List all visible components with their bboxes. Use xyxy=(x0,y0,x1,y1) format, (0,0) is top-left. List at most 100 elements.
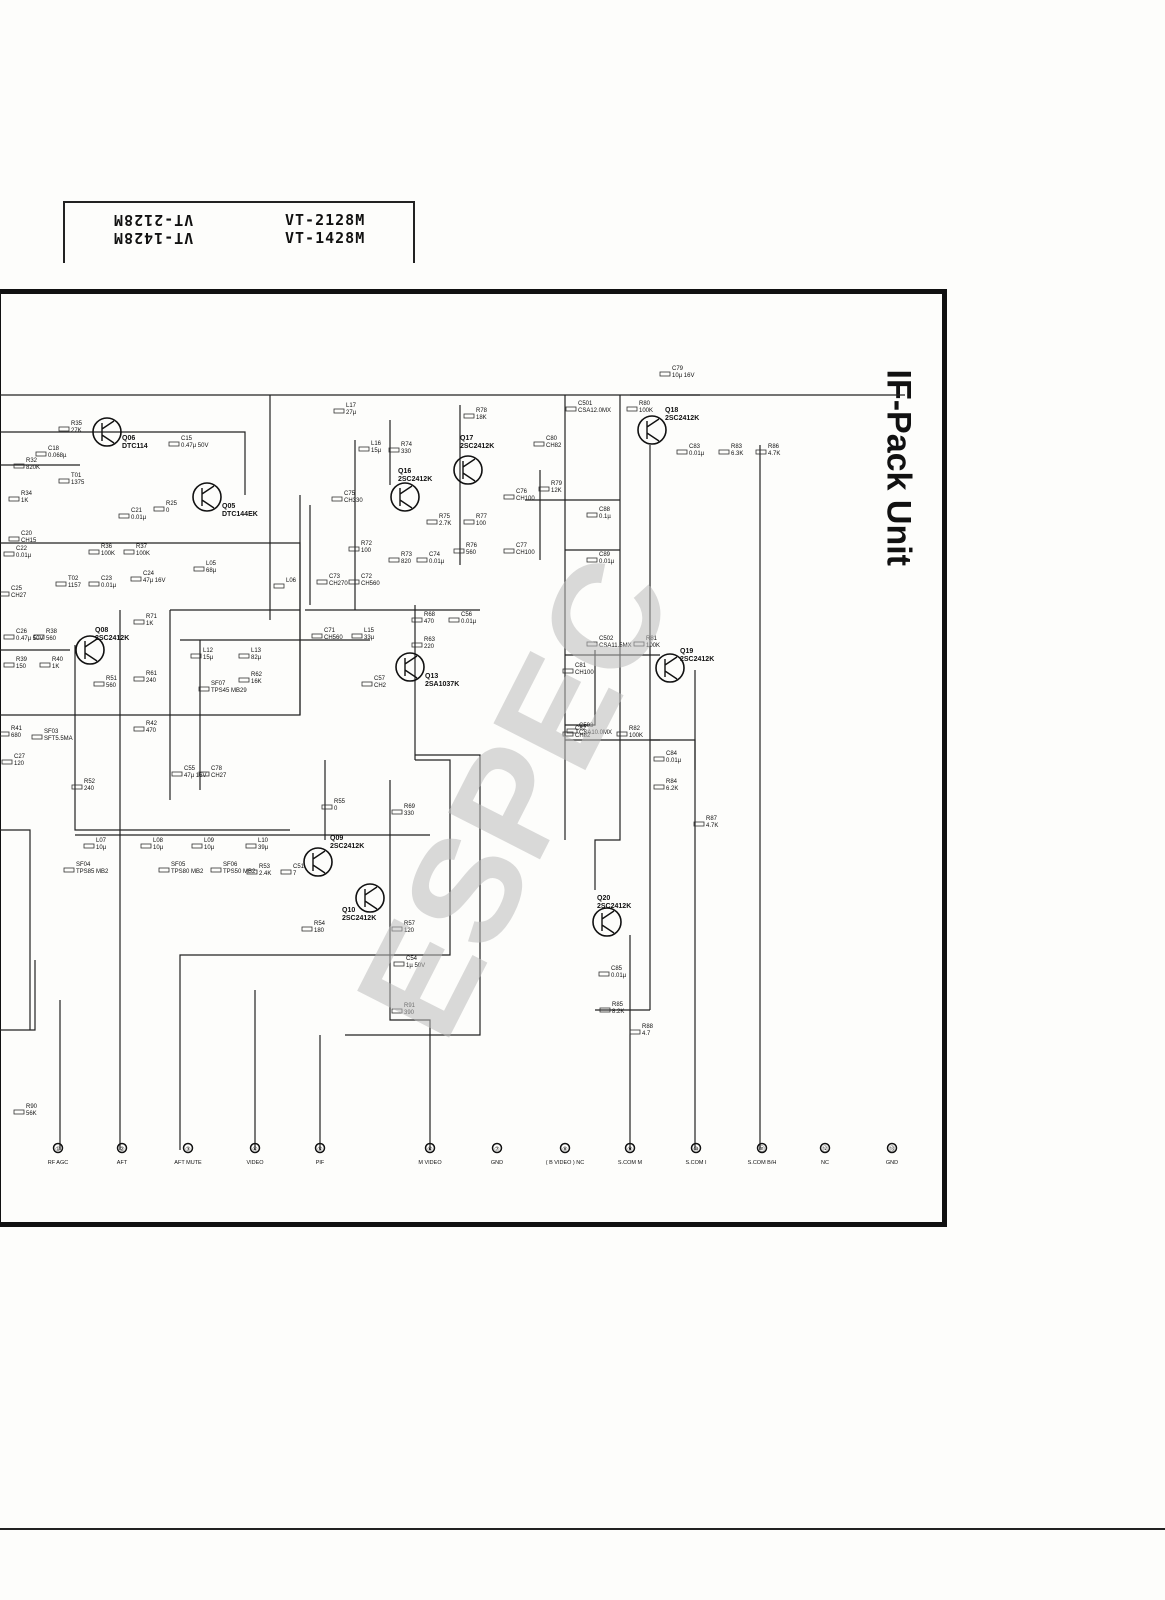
component-ref: R75 xyxy=(439,514,451,520)
terminal-label: GND xyxy=(491,1160,503,1166)
component-symbol xyxy=(755,449,767,455)
component-value: 0.47µ 50V xyxy=(181,443,208,449)
component-symbol xyxy=(123,549,135,555)
component-value: CH82 xyxy=(546,443,562,449)
transistor-ref: Q18 xyxy=(665,407,678,414)
transistor-symbol xyxy=(390,482,420,512)
component-symbol xyxy=(391,1008,403,1014)
component-value: CH560 xyxy=(324,635,343,641)
component-symbol xyxy=(140,843,152,849)
component-ref: C24 xyxy=(143,571,155,577)
terminal-label: RF AGC xyxy=(48,1160,69,1166)
component-symbol xyxy=(453,548,465,554)
component-value: 0.01µ xyxy=(611,973,627,979)
component-ref: R52 xyxy=(84,779,96,785)
component-ref: R86 xyxy=(768,444,780,450)
component-value: 0.01µ xyxy=(429,559,445,565)
component-ref: C57 xyxy=(374,676,386,682)
component-value: 100K xyxy=(646,643,660,649)
transistor-symbol xyxy=(655,653,685,683)
component-value: CSA10.0MX xyxy=(579,730,612,736)
terminal-1: ①RF AGC xyxy=(48,1142,69,1166)
component-symbol xyxy=(58,426,70,432)
transistor-symbol xyxy=(395,652,425,682)
component-symbol xyxy=(280,869,292,875)
component-value: 470 xyxy=(424,619,435,625)
terminal-pin xyxy=(559,1142,571,1154)
component-value: 15µ xyxy=(203,655,214,661)
component-symbol xyxy=(245,843,257,849)
transistor-ref: Q16 xyxy=(398,468,411,475)
component-symbol xyxy=(301,926,313,932)
transistor-symbol xyxy=(192,482,222,512)
transistor-ref: Q08 xyxy=(95,627,108,634)
component-symbol xyxy=(93,681,105,687)
transistor-part: 2SC2412K xyxy=(460,443,494,450)
component-value: 27K xyxy=(71,428,82,434)
component-symbol xyxy=(533,441,545,447)
component-ref: R42 xyxy=(146,721,158,727)
component-value: 180 xyxy=(314,928,325,934)
transistor-part: 2SC2412K xyxy=(330,843,364,850)
component-ref: T02 xyxy=(68,576,79,582)
component-symbol xyxy=(463,413,475,419)
component-ref: R91 xyxy=(404,1003,416,1009)
terminal-pin xyxy=(249,1142,261,1154)
component-l06: L06 xyxy=(273,578,297,589)
transistor-symbol xyxy=(453,455,483,485)
component-symbol xyxy=(83,843,95,849)
schematic-frame xyxy=(0,289,947,1227)
component-ref: L08 xyxy=(153,838,164,844)
component-value: 240 xyxy=(146,678,157,684)
component-value: CH100 xyxy=(516,550,535,556)
model-right-0: VT-2128M xyxy=(285,211,366,229)
component-ref: R88 xyxy=(642,1024,654,1030)
component-ref: R25 xyxy=(166,501,178,507)
component-value: CH27 xyxy=(211,773,227,779)
component-ref: T01 xyxy=(71,473,82,479)
component-value: CH100 xyxy=(516,496,535,502)
component-value: 0.01µ xyxy=(599,559,615,565)
component-symbol xyxy=(190,653,202,659)
component-ref: C74 xyxy=(429,552,441,558)
component-ref: R51 xyxy=(106,676,118,682)
component-symbol xyxy=(118,513,130,519)
transistor-symbol xyxy=(355,883,385,913)
component-symbol xyxy=(629,1029,641,1035)
terminal-label: S.COM B/H xyxy=(748,1160,777,1166)
component-value: 47µ 16V xyxy=(184,773,206,779)
component-value: 0 xyxy=(334,806,338,812)
transistor-symbol xyxy=(592,907,622,937)
component-ref: R68 xyxy=(424,612,436,618)
component-ref: C503 xyxy=(579,723,594,729)
component-symbol xyxy=(39,662,51,668)
component-ref: R81 xyxy=(646,636,658,642)
terminal-label: VIDEO xyxy=(246,1160,264,1166)
component-value: 330 xyxy=(404,811,415,817)
component-symbol xyxy=(348,579,360,585)
component-symbol xyxy=(88,581,100,587)
component-ref: C80 xyxy=(546,436,558,442)
